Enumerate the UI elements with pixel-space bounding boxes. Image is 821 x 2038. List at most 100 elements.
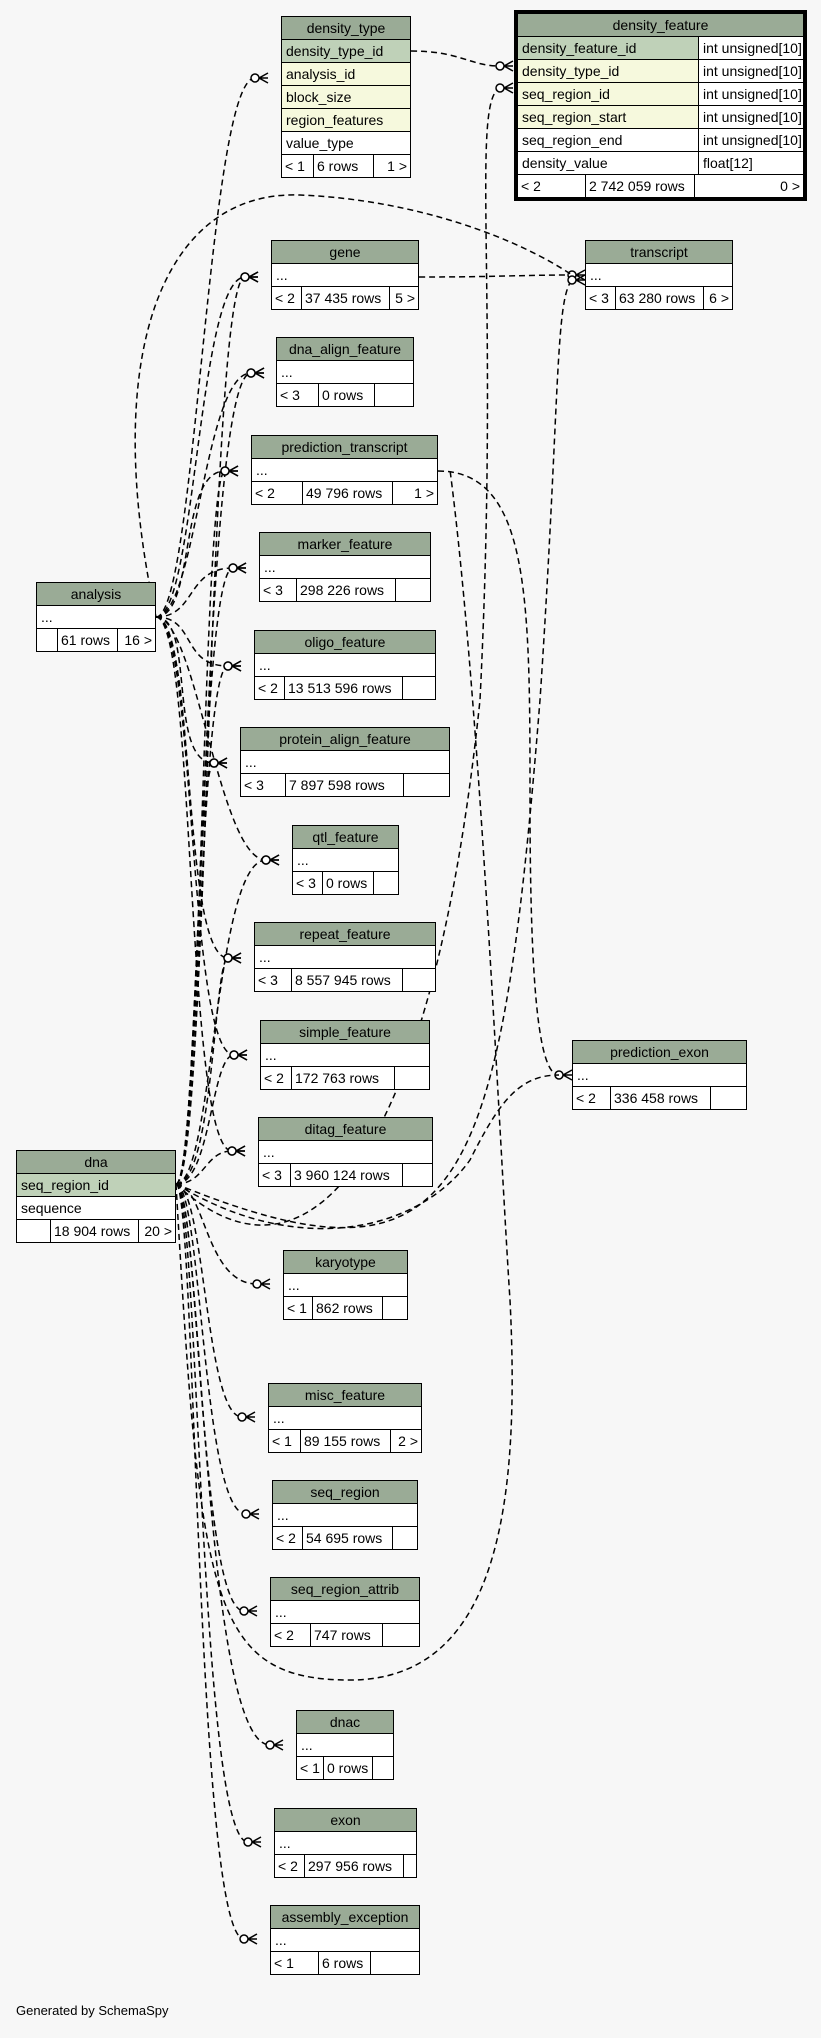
table-dna-align-feature[interactable]: dna_align_feature ... < 3 0 rows (276, 337, 414, 407)
table-density-type[interactable]: density_type density_type_id analysis_id… (281, 16, 411, 178)
columns-placeholder: ... (277, 361, 413, 384)
parents-link[interactable]: < 2 (252, 482, 303, 504)
table-gene[interactable]: gene ... < 2 37 435 rows 5 > (271, 240, 419, 310)
children-link[interactable] (403, 1164, 432, 1186)
table-header: transcript (586, 241, 732, 264)
column-density-type-id: density_type_id (282, 40, 410, 63)
table-marker-feature[interactable]: marker_feature ... < 3 298 226 rows (259, 532, 431, 602)
columns-placeholder: ... (37, 606, 155, 629)
parents-link[interactable]: < 3 (260, 579, 297, 601)
relationship-end-marker (252, 1279, 262, 1289)
table-karyotype[interactable]: karyotype ... < 1 862 rows (283, 1250, 408, 1320)
parents-link[interactable]: < 1 (297, 1757, 324, 1779)
table-protein-align-feature[interactable]: protein_align_feature ... < 3 7 897 598 … (240, 727, 450, 797)
crowfoot-mark (575, 274, 586, 286)
table-seq-region-attrib[interactable]: seq_region_attrib ... < 2 747 rows (270, 1577, 420, 1647)
children-link[interactable] (711, 1087, 746, 1109)
children-link[interactable] (375, 384, 413, 406)
children-link[interactable] (403, 969, 435, 991)
columns-placeholder: ... (241, 751, 449, 774)
analysis-relationship-line (155, 470, 226, 618)
children-link[interactable]: 20 > (144, 1223, 172, 1239)
children-link[interactable] (403, 677, 435, 699)
table-prediction-exon[interactable]: prediction_exon ... < 2 336 458 rows (572, 1040, 747, 1110)
table-oligo-feature[interactable]: oligo_feature ... < 2 13 513 596 rows (254, 630, 436, 700)
parents-link[interactable]: < 3 (255, 969, 292, 991)
parents-link[interactable]: < 2 (273, 1527, 303, 1549)
analysis-relationship-line (155, 276, 246, 618)
parents-link[interactable]: < 3 (241, 774, 286, 796)
table-misc-feature[interactable]: misc_feature ... < 1 89 155 rows 2 > (268, 1383, 422, 1453)
table-footer: < 2 54 695 rows (273, 1527, 417, 1549)
table-assembly-exception[interactable]: assembly_exception ... < 1 6 rows (270, 1905, 420, 1975)
column-seq-region-id: seq_region_id (17, 1174, 175, 1197)
table-header: oligo_feature (255, 631, 435, 654)
children-link[interactable]: 1 > (414, 485, 434, 501)
gene-transcript-line (418, 274, 573, 278)
children-link[interactable]: 16 > (124, 632, 152, 648)
children-link[interactable] (374, 872, 398, 894)
children-link[interactable]: 0 > (780, 178, 800, 194)
children-link[interactable] (373, 1757, 393, 1779)
table-qtl-feature[interactable]: qtl_feature ... < 3 0 rows (292, 825, 399, 895)
prediction-transcript-exon-line (437, 470, 560, 1076)
table-header: exon (275, 1809, 416, 1832)
parents-link[interactable]: < 1 (282, 155, 314, 177)
table-header: repeat_feature (255, 923, 435, 946)
table-prediction-transcript[interactable]: prediction_transcript ... < 2 49 796 row… (251, 435, 438, 505)
table-footer: < 2 13 513 596 rows (255, 677, 435, 699)
table-analysis[interactable]: analysis ... 61 rows 16 > (36, 582, 156, 652)
table-seq-region[interactable]: seq_region ... < 2 54 695 rows (272, 1480, 418, 1550)
parents-link[interactable]: < 1 (269, 1430, 301, 1452)
parents-link[interactable]: < 3 (277, 384, 319, 406)
column-name: seq_region_id (518, 83, 699, 105)
parents-link[interactable]: < 3 (293, 872, 323, 894)
children-link[interactable] (396, 579, 430, 601)
children-link[interactable] (404, 774, 449, 796)
children-link[interactable] (371, 1952, 419, 1974)
table-ditag-feature[interactable]: ditag_feature ... < 3 3 960 124 rows (258, 1117, 433, 1187)
parents-link[interactable]: < 2 (261, 1067, 292, 1089)
table-dna[interactable]: dna seq_region_id sequence 18 904 rows 2… (16, 1150, 176, 1243)
parents-link[interactable]: < 3 (259, 1164, 291, 1186)
table-transcript[interactable]: transcript ... < 3 63 280 rows 6 > (585, 240, 733, 310)
column-type: int unsigned[10] (703, 40, 802, 56)
children-link[interactable]: 1 > (387, 158, 407, 174)
row-count: 297 956 rows (305, 1855, 404, 1877)
children-link[interactable]: 5 > (395, 290, 415, 306)
table-repeat-feature[interactable]: repeat_feature ... < 3 8 557 945 rows (254, 922, 436, 992)
table-simple-feature[interactable]: simple_feature ... < 2 172 763 rows (260, 1020, 430, 1090)
parents-link[interactable]: < 2 (573, 1087, 611, 1109)
parents-link[interactable]: < 2 (255, 677, 285, 699)
table-dnac[interactable]: dnac ... < 1 0 rows (296, 1710, 394, 1780)
crowfoot-mark (236, 562, 247, 574)
parents-link[interactable]: < 1 (271, 1952, 319, 1974)
parents-link[interactable]: < 3 (586, 287, 616, 309)
children-link[interactable] (393, 1527, 417, 1549)
parents-link[interactable]: < 2 (518, 175, 586, 197)
children-link[interactable]: 2 > (398, 1433, 418, 1449)
children-link[interactable] (404, 1855, 416, 1877)
children-link[interactable]: 6 > (709, 290, 729, 306)
analysis-relationship-line (155, 616, 229, 959)
column-block-size: block_size (282, 86, 410, 109)
relationship-end-marker (223, 953, 233, 963)
table-footer: < 3 8 557 945 rows (255, 969, 435, 991)
parents-link[interactable] (37, 629, 58, 651)
parents-link[interactable] (17, 1220, 51, 1242)
table-header: prediction_transcript (252, 436, 437, 459)
parents-link[interactable]: < 1 (284, 1297, 313, 1319)
column-name: density_feature_id (518, 37, 699, 59)
table-exon[interactable]: exon ... < 2 297 956 rows (274, 1808, 417, 1878)
children-link[interactable] (383, 1624, 419, 1646)
parents-link[interactable]: < 2 (272, 287, 302, 309)
parents-link[interactable]: < 2 (275, 1855, 305, 1877)
table-footer: < 2 172 763 rows (261, 1067, 429, 1089)
crowfoot-mark (217, 757, 228, 769)
parents-link[interactable]: < 2 (271, 1624, 311, 1646)
children-link[interactable] (383, 1297, 407, 1319)
crowfoot-mark (273, 1739, 284, 1751)
children-link[interactable] (395, 1067, 429, 1089)
